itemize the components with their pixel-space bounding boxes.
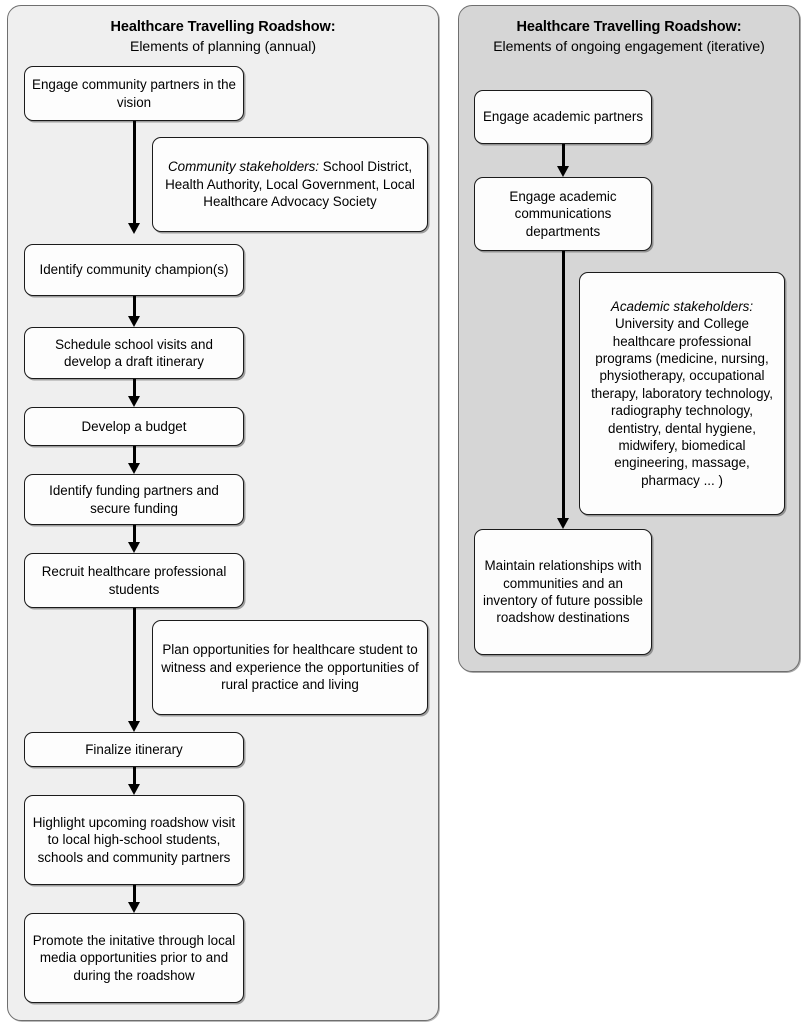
- node-identify-funding-partners[interactable]: Identify funding partners and secure fun…: [24, 474, 244, 525]
- note-community-stakeholders: Community stakeholders: School District,…: [152, 137, 428, 232]
- note-plan-opportunities: Plan opportunities for healthcare studen…: [152, 620, 428, 715]
- node-promote-initiative[interactable]: Promote the initative through local medi…: [24, 913, 244, 1003]
- node-engage-academic-partners[interactable]: Engage academic partners: [474, 90, 652, 144]
- panel-planning-title-line2: Elements of planning (annual): [129, 38, 316, 55]
- node-finalize-itinerary[interactable]: Finalize itinerary: [24, 732, 244, 767]
- node-engage-academic-communications[interactable]: Engage academic communications departmen…: [474, 177, 652, 251]
- note-community-stakeholders-text: Community stakeholders: School District,…: [160, 158, 420, 210]
- node-highlight-upcoming-visit[interactable]: Highlight upcoming roadshow visit to loc…: [24, 795, 244, 885]
- note-academic-stakeholders-body: University and College healthcare profes…: [591, 316, 773, 488]
- panel-engagement-title-line2: Elements of ongoing engagement (iterativ…: [493, 38, 765, 55]
- node-schedule-school-visits[interactable]: Schedule school visits and develop a dra…: [24, 327, 244, 379]
- panel-engagement-title: Healthcare Travelling Roadshow: Elements…: [459, 18, 799, 56]
- panel-planning-title-line1: Healthcare Travelling Roadshow:: [110, 19, 336, 35]
- node-identify-community-champions[interactable]: Identify community champion(s): [24, 244, 244, 296]
- panel-engagement-title-line1: Healthcare Travelling Roadshow:: [516, 19, 742, 35]
- node-develop-budget[interactable]: Develop a budget: [24, 407, 244, 446]
- node-maintain-relationships[interactable]: Maintain relationships with communities …: [474, 529, 652, 655]
- panel-planning-title: Healthcare Travelling Roadshow: Elements…: [8, 18, 438, 56]
- node-engage-community-partners[interactable]: Engage community partners in the vision: [24, 66, 244, 121]
- node-recruit-students[interactable]: Recruit healthcare professional students: [24, 553, 244, 608]
- note-academic-stakeholders-label: Academic stakeholders:: [610, 298, 754, 314]
- note-academic-stakeholders-text: Academic stakeholders: University and Co…: [588, 298, 776, 490]
- note-community-stakeholders-body: School District, Health Authority, Local…: [165, 159, 415, 210]
- note-academic-stakeholders: Academic stakeholders: University and Co…: [579, 272, 785, 515]
- note-community-stakeholders-label: Community stakeholders:: [167, 159, 320, 175]
